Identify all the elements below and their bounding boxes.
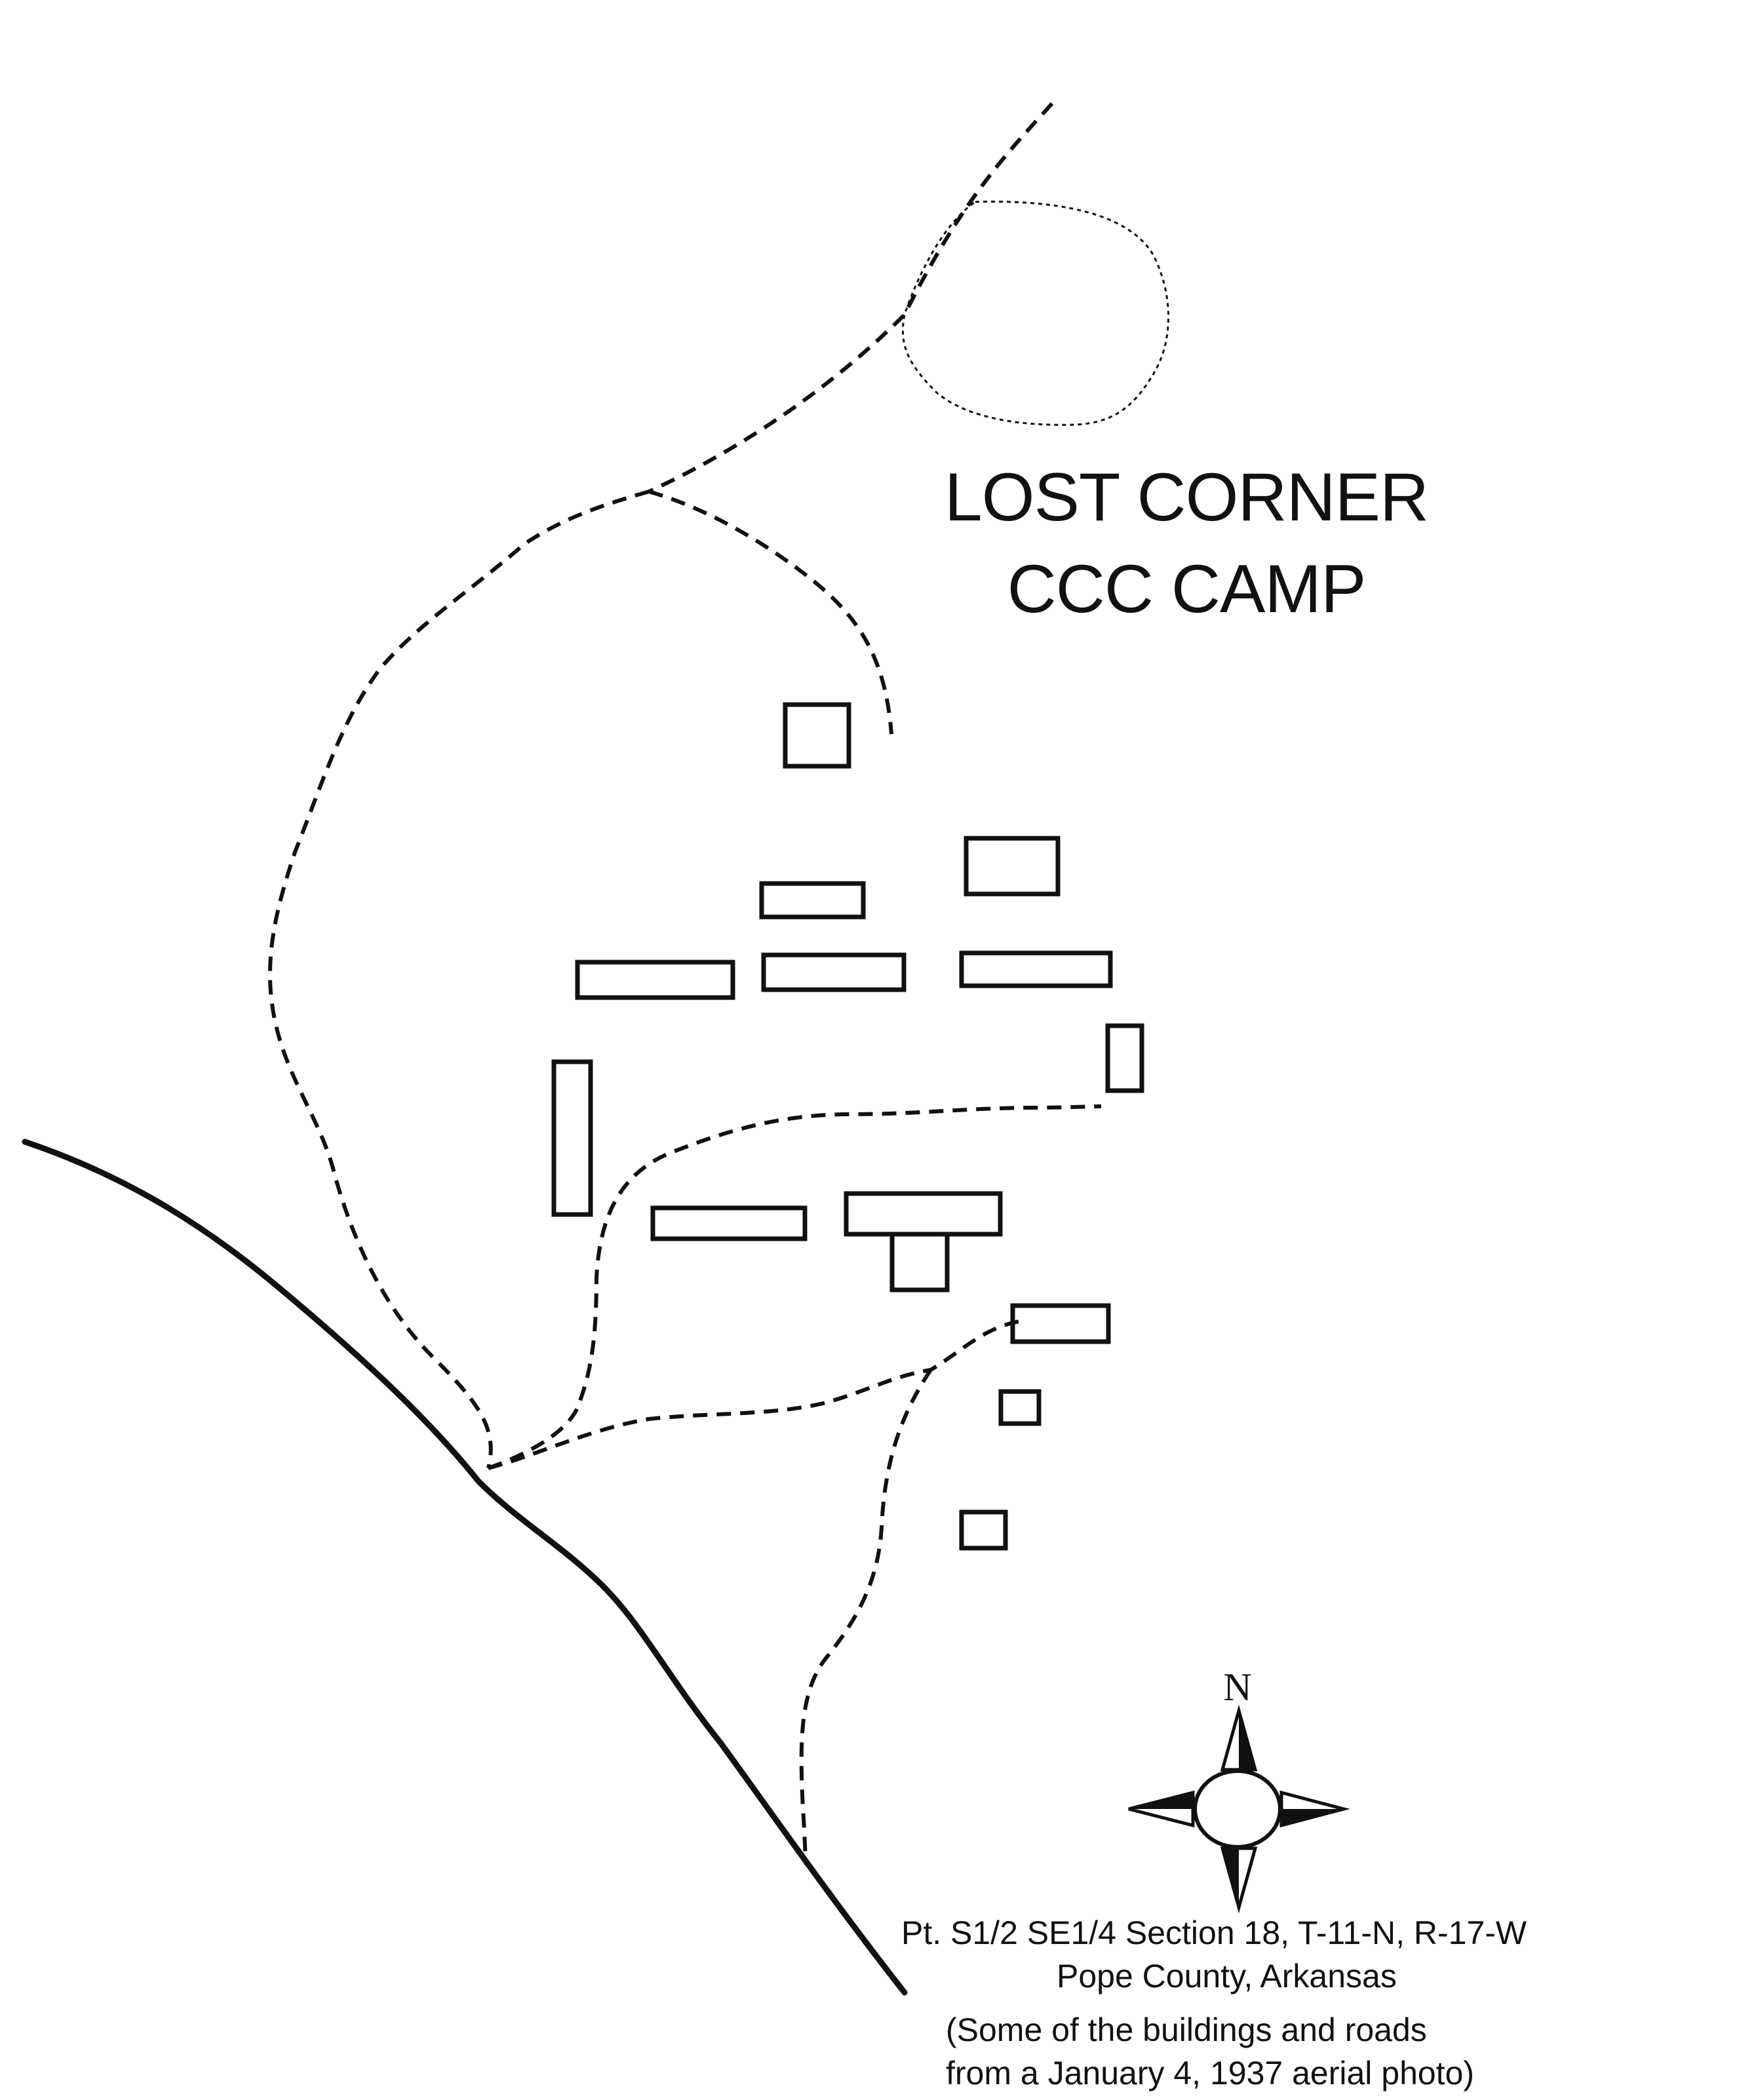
- photo-note-line1: (Some of the buildings and roads: [946, 2012, 1427, 2048]
- building-13: [998, 1389, 1042, 1426]
- building-12: [1010, 1303, 1111, 1344]
- north-road: [648, 102, 1054, 494]
- building-3: [759, 881, 866, 920]
- building-7: [1105, 1023, 1144, 1093]
- dotted-loop-trail: [901, 201, 1169, 426]
- building-10: [844, 1191, 1003, 1237]
- building-8: [551, 1059, 593, 1217]
- county-label: Pope County, Arkansas: [1057, 1958, 1397, 1994]
- building-5: [761, 952, 907, 992]
- building-4: [575, 960, 735, 1000]
- legal-description: Pt. S1/2 SE1/4 Section 18, T-11-N, R-17-…: [901, 1915, 1527, 1951]
- building-9: [650, 1205, 808, 1241]
- map-title-line1: LOST CORNER: [944, 459, 1429, 535]
- south-road: [799, 1369, 933, 1865]
- building-6: [959, 950, 1113, 988]
- building-1: [783, 702, 851, 769]
- west-loop-road: [267, 490, 650, 1469]
- main-road: [22, 1138, 908, 1996]
- building-11: [889, 1232, 950, 1293]
- map-title-line2: CCC CAMP: [1007, 551, 1367, 627]
- photo-note-line2: from a January 4, 1937 aerial photo): [946, 2055, 1475, 2091]
- building-14: [959, 1509, 1008, 1551]
- middle-road: [487, 1104, 1102, 1470]
- compass-rose-icon: [1128, 1704, 1350, 1914]
- lower-road: [488, 1319, 1023, 1470]
- building-2: [964, 836, 1061, 897]
- camp-spur-road: [648, 490, 893, 735]
- north-label: N: [1223, 1665, 1252, 1709]
